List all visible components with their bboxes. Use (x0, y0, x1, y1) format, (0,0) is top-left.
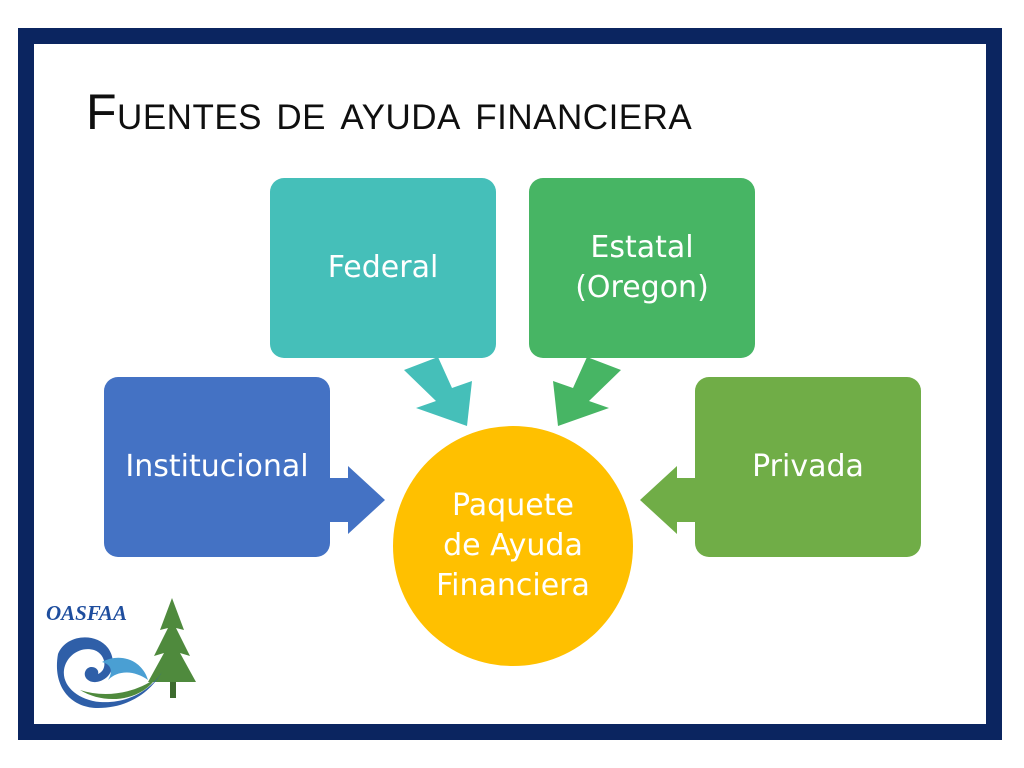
node-federal-label: Federal (327, 250, 439, 285)
arrow-privada (640, 466, 695, 534)
wave-and-tree-logo-icon (56, 598, 196, 708)
node-estatal-label: Estatal (Oregon) (575, 230, 709, 305)
node-privada: Privada (695, 377, 921, 557)
node-privada-label: Privada (752, 449, 864, 484)
oasfaa-logo: OASFAA (46, 598, 196, 708)
node-institucional-label: Institucional (125, 449, 309, 484)
arrow-federal (404, 357, 472, 426)
arrow-institucional (330, 466, 385, 534)
node-federal: Federal (270, 178, 496, 358)
arrow-estatal (553, 357, 621, 426)
logo-text: OASFAA (46, 601, 127, 625)
node-center-package: Paquete de Ayuda Financiera (393, 426, 633, 666)
node-institucional: Institucional (104, 377, 330, 557)
node-center-label: Paquete de Ayuda Financiera (436, 488, 590, 603)
slide-title: Fuentes de ayuda financiera (86, 84, 693, 140)
node-estatal: Estatal (Oregon) (529, 178, 755, 358)
